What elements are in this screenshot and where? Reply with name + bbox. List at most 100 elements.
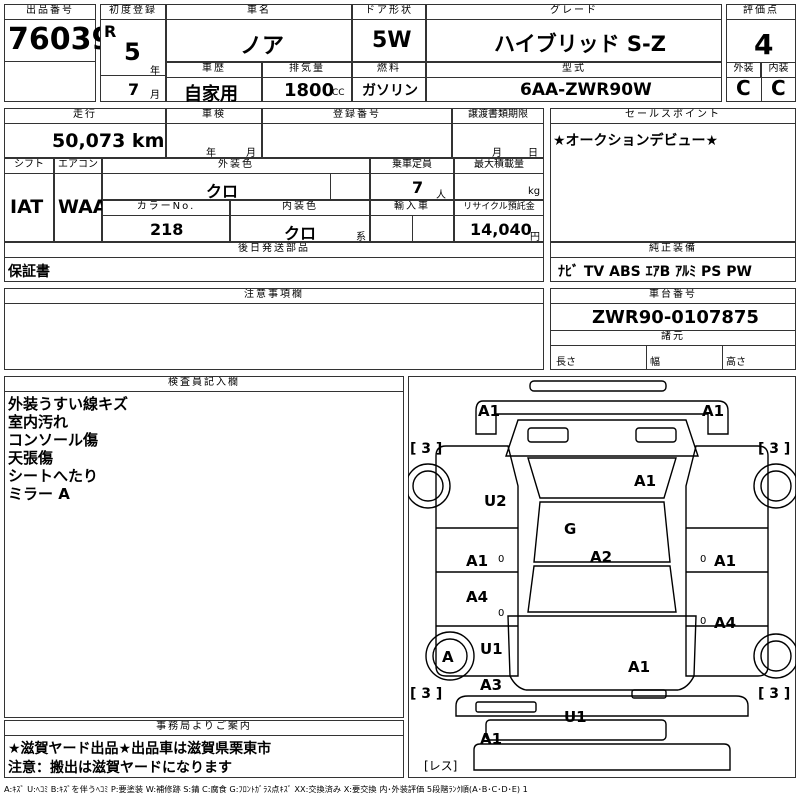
inspector-note: 室内汚れ [8, 413, 69, 431]
height-label: 高さ [726, 357, 746, 368]
load-label: 最大積載量 [454, 158, 544, 174]
damage-mark: A [442, 648, 454, 666]
inspection-label: 車検 [166, 108, 262, 124]
damage-mark: A1 [634, 472, 656, 490]
ext-score-label: 外装 [726, 62, 761, 78]
door-handle-mark: 0 [700, 554, 706, 565]
load-unit: kg [528, 186, 541, 197]
displacement: 1800 [284, 80, 335, 101]
score: 4 [754, 28, 774, 61]
damage-mark: U1 [480, 640, 503, 658]
model: 6AA-ZWR90W [520, 80, 652, 100]
fuel: ガソリン [362, 83, 418, 99]
lot-number: 76039 [8, 22, 113, 57]
first-registration-label: 初度登録 [100, 4, 166, 20]
equipment-label: 純正装備 [550, 242, 796, 258]
inspection-year-unit: 年 [206, 148, 216, 159]
legend-text: A:ｷｽﾞ U:ﾍｺﾐ B:ｷｽﾞを伴うﾍｺﾐ P:要塗装 W:補修跡 S:錆 … [4, 784, 528, 794]
transfer-month-unit: 月 [492, 148, 502, 159]
office-label: 事務局よりご案内 [4, 720, 404, 736]
damage-mark: G [564, 520, 576, 538]
width-label: 幅 [650, 357, 660, 368]
inspector-label: 検査員記入欄 [4, 376, 404, 392]
equipment: ﾅﾋﾞ TV ABS ｴｱB ｱﾙﾐ PS PW [558, 264, 752, 280]
color-no-label: カラーNo. [102, 200, 230, 216]
damage-diagram-frame [408, 376, 796, 778]
inspector-note: 外装うすい線キズ [8, 395, 129, 413]
mileage-label: 走行 [4, 108, 166, 124]
int-color-label: 内装色 [230, 200, 370, 216]
later-parts: 保証書 [8, 264, 50, 280]
transfer-day-unit: 日 [528, 148, 538, 159]
damage-mark: U2 [484, 492, 507, 510]
ac-label: エアコン [54, 158, 102, 174]
damage-mark: A1 [480, 730, 502, 748]
sales-point-text: ★オークションデビュー★ [553, 133, 719, 149]
tire-tread-mark: [ 3 ] [758, 441, 790, 457]
recycle: 14,040 [470, 220, 532, 239]
recycle-unit: 円 [530, 232, 540, 243]
damage-mark: A1 [466, 552, 488, 570]
door-handle-mark: 0 [700, 616, 706, 627]
tire-tread-mark: [ 3 ] [410, 686, 442, 702]
tire-tread-mark: [ 3 ] [410, 441, 442, 457]
era: R [104, 22, 117, 41]
model-label: 型式 [426, 62, 722, 78]
damage-mark: A2 [590, 548, 612, 566]
fuel-label: 燃料 [352, 62, 426, 78]
ext-score: C [736, 76, 751, 100]
ac: WAA [58, 196, 108, 218]
history-label: 車歴 [166, 62, 262, 78]
damage-mark: A1 [478, 402, 500, 420]
reg-no-label: 登録番号 [262, 108, 452, 124]
later-parts-label: 後日発送部品 [4, 242, 544, 258]
door-handle-mark: 0 [498, 608, 504, 619]
history: 自家用 [184, 84, 238, 105]
inspector-note: コンソール傷 [8, 431, 99, 449]
damage-mark: A4 [714, 614, 736, 632]
lot-number-label: 出品番号 [4, 4, 96, 20]
car-damage-diagram: A1 A1 A1 U2 G A2 A1 A1 A4 A4 A U1 A1 A3 … [408, 380, 796, 773]
length-label: 長さ [556, 357, 576, 368]
displacement-unit: CC [332, 88, 345, 98]
inspection-month-unit: 月 [246, 148, 256, 159]
first-registration-cell [100, 4, 166, 102]
car-name-label: 車名 [166, 4, 352, 20]
int-score: C [771, 76, 786, 100]
int-color: クロ [284, 224, 317, 243]
notes-label: 注意事項欄 [4, 288, 544, 304]
color-no: 218 [150, 220, 184, 239]
office-line-1: ★滋賀ヤード出品★出品車は滋賀県栗東市 [8, 741, 272, 757]
chassis-label: 車台番号 [550, 288, 796, 304]
office-line-2: 注意：搬出は滋賀ヤードになります [8, 760, 232, 776]
damage-mark: A3 [480, 676, 502, 694]
mileage: 50,073 km [52, 130, 165, 152]
lot-number-cell [4, 4, 96, 102]
capacity: 7 [412, 178, 424, 197]
transfer-label: 譲渡書類期限 [452, 108, 544, 124]
door-label: ドア形状 [352, 4, 426, 20]
grade-label: グレード [426, 4, 722, 20]
ext-color-label: 外装色 [102, 158, 370, 174]
int-color-unit: 系 [356, 232, 366, 243]
damage-mark: A1 [702, 402, 724, 420]
reg-year: 5 [124, 38, 141, 66]
door: 5W [372, 28, 412, 53]
recycle-label: リサイクル預託金 [454, 200, 544, 216]
door-handle-mark: 0 [498, 554, 504, 565]
displacement-label: 排気量 [262, 62, 352, 78]
sales-point-label: セールスポイント [550, 108, 796, 124]
car-name: ノア [240, 34, 285, 59]
grade: ハイブリッド S-Z [494, 32, 666, 56]
capacity-unit: 人 [436, 190, 446, 201]
capacity-label: 乗車定員 [370, 158, 454, 174]
inspector-note: 天張傷 [8, 449, 54, 467]
damage-mark: U1 [564, 708, 587, 726]
reg-year-unit: 年 [150, 66, 160, 77]
reg-month: 7 [128, 80, 140, 99]
damage-mark: A1 [714, 552, 736, 570]
inspector-note: ミラー A [8, 485, 70, 503]
damage-mark: A1 [628, 658, 650, 676]
tire-tread-mark: [ 3 ] [758, 686, 790, 702]
damage-mark: A4 [466, 588, 488, 606]
